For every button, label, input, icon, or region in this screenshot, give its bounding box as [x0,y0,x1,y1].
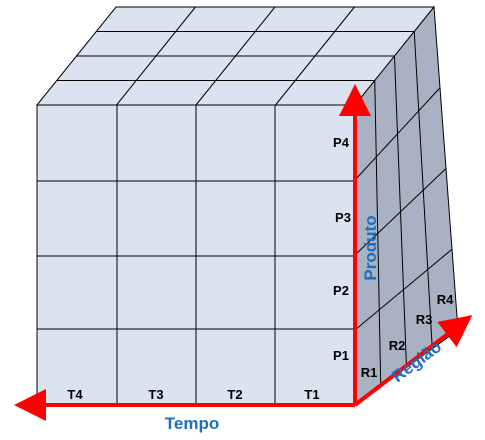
cube-axes [14,84,473,421]
regiao-cell-label: R1 [361,365,378,380]
side-grid-line [413,31,433,349]
side-grid-line [354,168,447,256]
produto-cell-label: P1 [333,348,349,363]
regiao-axis-arrow [353,315,473,407]
top-face-grid [56,6,415,106]
produto-cell-label: P3 [335,210,351,225]
tempo-cell-label: T2 [227,387,242,402]
cube-front-face [36,104,356,406]
regiao-cell-label: R2 [389,338,406,353]
regiao-cell-label: R3 [416,312,433,327]
tempo-cell-label: T1 [304,387,319,402]
tempo-cell-label: T3 [148,387,163,402]
side-face-grid [354,31,453,387]
side-grid-line [354,248,453,331]
front-face-grid [37,105,355,405]
tempo-cell-label: T4 [67,387,83,402]
tempo-axis-title: Tempo [165,414,219,433]
produto-cell-labels: P4 P3 P2 P1 [333,135,351,363]
produto-cell-label: P4 [333,135,350,150]
regiao-cell-labels: R1 R2 R3 R4 [361,292,454,380]
produto-axis-title: Produto [361,215,380,280]
tempo-cell-labels: T4 T3 T2 T1 [67,387,319,402]
produto-cell-label: P2 [333,283,349,298]
top-grid-line [275,6,355,106]
regiao-cell-label: R4 [437,292,454,307]
